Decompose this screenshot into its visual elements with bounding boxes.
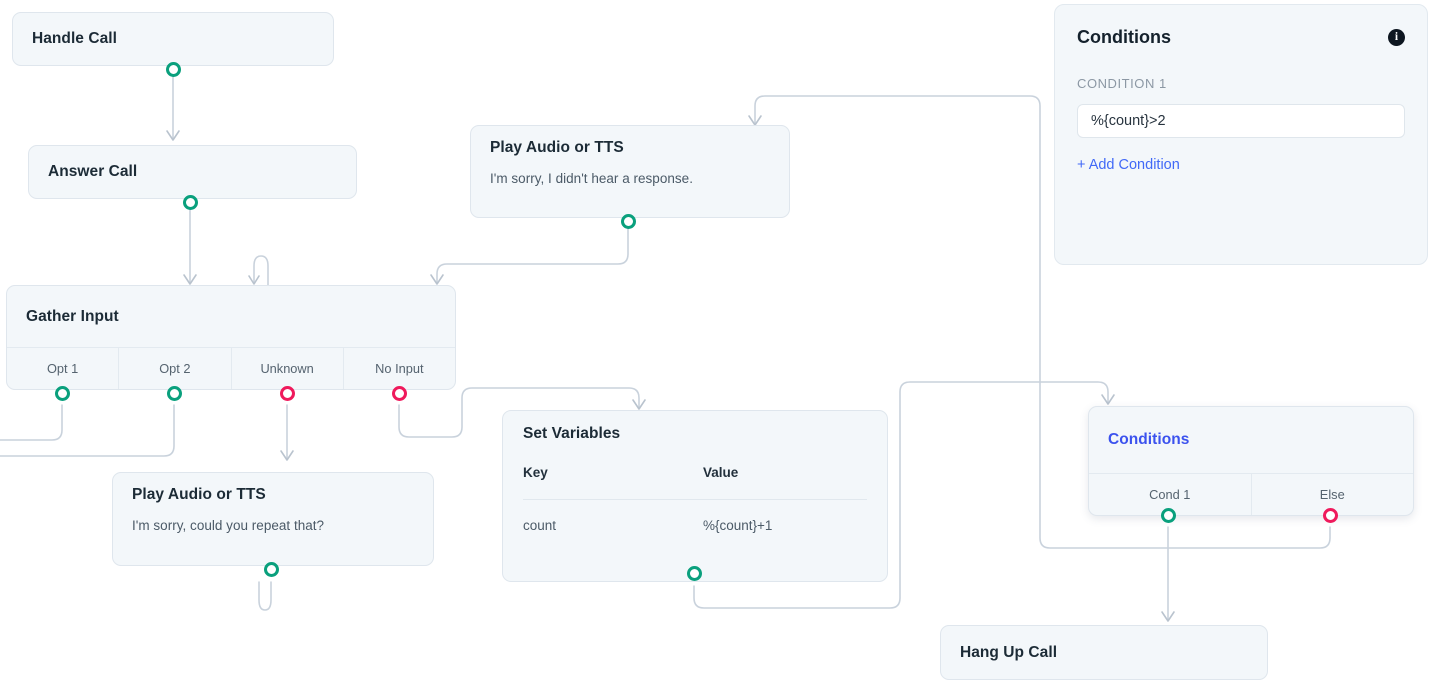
branch-row: Opt 1 Opt 2 Unknown No Input [7,347,455,389]
table-row: count %{count}+1 [523,518,867,533]
branch-label: Opt 1 [46,361,79,376]
branch-row: Cond 1 Else [1089,473,1413,515]
branch-label: Cond 1 [1149,487,1191,502]
branch-label: Opt 2 [159,361,191,376]
node-title: Hang Up Call [960,643,1058,661]
port-gather-no-input[interactable] [392,386,407,401]
node-set-variables[interactable]: Set Variables Key Value count %{count}+1 [502,410,888,582]
node-play-audio-repeat[interactable]: Play Audio or TTS I'm sorry, could you r… [112,472,434,566]
node-play-audio-no-response[interactable]: Play Audio or TTS I'm sorry, I didn't he… [470,125,790,218]
node-title: Handle Call [32,30,117,47]
column-header-value: Value [703,465,739,480]
info-icon[interactable]: i [1388,29,1405,46]
node-title: Play Audio or TTS [132,486,266,503]
node-title: Set Variables [523,425,621,442]
cell-key: count [523,518,557,533]
node-gather-input[interactable]: Gather Input Opt 1 Opt 2 Unknown No Inpu… [6,285,456,390]
panel-title: Conditions [1077,27,1171,47]
port-gather-unknown[interactable] [280,386,295,401]
node-title: Answer Call [48,163,138,180]
add-condition-link[interactable]: + Add Condition [1077,157,1180,173]
port-play-audio-no-response-out[interactable] [621,214,636,229]
node-header: Gather Input [7,286,455,347]
table-divider [523,499,867,500]
condition-input[interactable]: %{count}>2 [1077,104,1405,138]
port-play-audio-repeat-out[interactable] [264,562,279,577]
branch-label: Unknown [260,361,314,376]
node-answer-call[interactable]: Answer Call [28,145,357,199]
port-handle-call-out[interactable] [166,62,181,77]
cell-value: %{count}+1 [703,518,773,533]
node-hang-up-call[interactable]: Hang Up Call [940,625,1268,680]
column-header-key: Key [523,465,548,480]
branch-no-input[interactable]: No Input [344,348,455,389]
port-conditions-cond-1[interactable] [1161,508,1176,523]
node-title: Play Audio or TTS [490,139,624,156]
port-answer-call-out[interactable] [183,195,198,210]
condition-input-value: %{count}>2 [1091,113,1166,129]
condition-label: CONDITION 1 [1077,76,1167,91]
node-conditions[interactable]: Conditions Cond 1 Else [1088,406,1414,516]
port-gather-opt-2[interactable] [167,386,182,401]
node-header: Conditions [1089,407,1413,473]
port-set-variables-out[interactable] [687,566,702,581]
port-conditions-else[interactable] [1323,508,1338,523]
branch-unknown[interactable]: Unknown [232,348,344,389]
branch-label: Else [1319,487,1345,502]
panel-header: Conditions i [1077,27,1405,48]
branch-label: No Input [375,361,424,376]
port-gather-opt-1[interactable] [55,386,70,401]
branch-opt-1[interactable]: Opt 1 [7,348,120,389]
variables-table-header: Key Value [523,465,867,480]
conditions-inspector-panel[interactable]: Conditions i CONDITION 1 %{count}>2 + Ad… [1054,4,1428,265]
node-message: I'm sorry, I didn't hear a response. [490,171,693,186]
branch-opt-2[interactable]: Opt 2 [119,348,232,389]
node-title: Gather Input [26,307,119,325]
node-title: Conditions [1108,431,1190,448]
node-message: I'm sorry, could you repeat that? [132,518,325,533]
node-handle-call[interactable]: Handle Call [12,12,334,66]
